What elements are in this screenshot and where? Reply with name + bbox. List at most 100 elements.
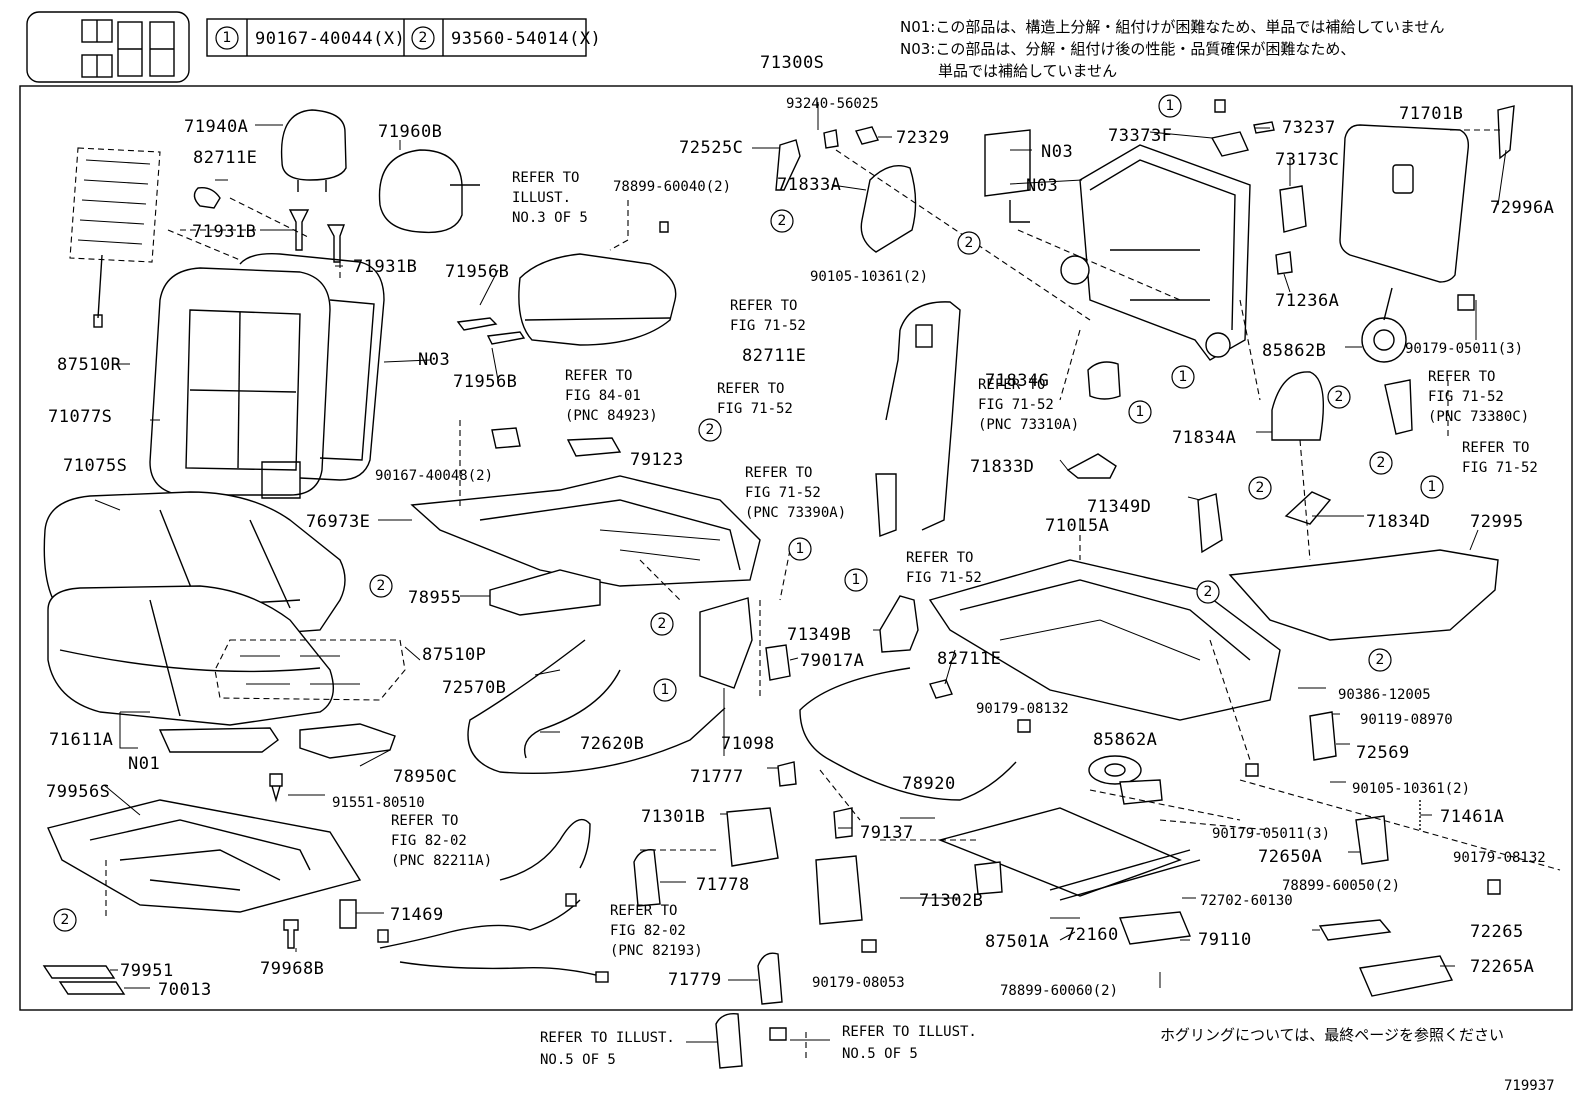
label-82711E-b[interactable]: 82711E — [742, 346, 806, 366]
refer-fig7152-d-l1[interactable]: REFER TO — [745, 465, 812, 481]
label-72995[interactable]: 72995 — [1470, 512, 1524, 532]
assembly-number[interactable]: 71300S — [760, 53, 824, 73]
label-90179-05011-a[interactable]: 90179-05011(3) — [1405, 341, 1523, 357]
refer-illust5-a-l2[interactable]: NO.5 OF 5 — [540, 1052, 616, 1068]
refer-fig8401-l3[interactable]: (PNC 84923) — [565, 408, 658, 424]
refer-illust3-l1[interactable]: REFER TO — [512, 170, 579, 186]
label-78920[interactable]: 78920 — [902, 774, 956, 794]
refer-fig7152-f-l3[interactable]: (PNC 73380C) — [1428, 409, 1529, 425]
refer-fig8202-b-l2[interactable]: FIG 82-02 — [610, 923, 686, 939]
label-71956B-b[interactable]: 71956B — [453, 372, 517, 392]
label-N03-a[interactable]: N03 — [418, 350, 450, 370]
label-71778[interactable]: 71778 — [696, 875, 750, 895]
refer-fig8202-a-l3[interactable]: (PNC 82211A) — [391, 853, 492, 869]
label-72620B[interactable]: 72620B — [580, 734, 644, 754]
label-71931B-b[interactable]: 71931B — [353, 257, 417, 277]
label-71779[interactable]: 71779 — [668, 970, 722, 990]
refer-illust3-l2[interactable]: ILLUST. — [512, 190, 571, 206]
label-72650A[interactable]: 72650A — [1258, 847, 1322, 867]
label-82711E-a[interactable]: 82711E — [193, 148, 257, 168]
label-71349B[interactable]: 71349B — [787, 625, 851, 645]
label-90119-08970[interactable]: 90119-08970 — [1360, 712, 1453, 728]
refer-fig7152-b-l2[interactable]: FIG 71-52 — [717, 401, 793, 417]
label-73237[interactable]: 73237 — [1282, 118, 1336, 138]
label-79956S[interactable]: 79956S — [46, 782, 110, 802]
label-87510R[interactable]: 87510R — [57, 355, 122, 375]
label-85862B[interactable]: 85862B — [1262, 341, 1326, 361]
label-90386-12005[interactable]: 90386-12005 — [1338, 687, 1431, 703]
label-72265A[interactable]: 72265A — [1470, 957, 1534, 977]
refer-fig7152-e-l1[interactable]: REFER TO — [906, 550, 973, 566]
refer-fig7152-c-l3[interactable]: (PNC 73310A) — [978, 417, 1079, 433]
label-73373F[interactable]: 73373F — [1108, 126, 1172, 146]
label-71469[interactable]: 71469 — [390, 905, 444, 925]
refer-fig8401-l2[interactable]: FIG 84-01 — [565, 388, 641, 404]
refer-fig7152-f-l2[interactable]: FIG 71-52 — [1428, 389, 1504, 405]
label-90167-40048[interactable]: 90167-40048(2) — [375, 468, 493, 484]
label-71960B[interactable]: 71960B — [378, 122, 442, 142]
label-71833D[interactable]: 71833D — [970, 457, 1034, 477]
label-71301B[interactable]: 71301B — [641, 807, 705, 827]
legend-part-2[interactable]: 93560-54014(X) — [451, 29, 601, 49]
label-71834A[interactable]: 71834A — [1172, 428, 1236, 448]
label-87501A[interactable]: 87501A — [985, 932, 1049, 952]
label-72329[interactable]: 72329 — [896, 128, 950, 148]
refer-illust5-a-l1[interactable]: REFER TO ILLUST. — [540, 1030, 675, 1046]
refer-fig8202-b-l3[interactable]: (PNC 82193) — [610, 943, 703, 959]
label-78955[interactable]: 78955 — [408, 588, 462, 608]
label-72265[interactable]: 72265 — [1470, 922, 1524, 942]
refer-fig8202-a-l1[interactable]: REFER TO — [391, 813, 458, 829]
label-78950C[interactable]: 78950C — [393, 767, 457, 787]
label-72996A[interactable]: 72996A — [1490, 198, 1554, 218]
label-82711E-c[interactable]: 82711E — [937, 649, 1001, 669]
label-N03-b[interactable]: N03 — [1041, 142, 1073, 162]
refer-fig7152-g-l1[interactable]: REFER TO — [1462, 440, 1529, 456]
label-76973E[interactable]: 76973E — [306, 512, 370, 532]
label-71834G[interactable]: 71834G — [985, 371, 1049, 391]
label-71077S[interactable]: 71077S — [48, 407, 112, 427]
label-N03-c[interactable]: N03 — [1026, 176, 1058, 196]
refer-fig8202-b-l1[interactable]: REFER TO — [610, 903, 677, 919]
label-71098[interactable]: 71098 — [721, 734, 775, 754]
label-71611A[interactable]: 71611A — [49, 730, 113, 750]
label-N01[interactable]: N01 — [128, 754, 160, 774]
label-73173C[interactable]: 73173C — [1275, 150, 1339, 170]
label-79017A[interactable]: 79017A — [800, 651, 864, 671]
label-90179-08132-a[interactable]: 90179-08132 — [976, 701, 1069, 717]
label-91551-80510[interactable]: 91551-80510 — [332, 795, 425, 811]
label-71236A[interactable]: 71236A — [1275, 291, 1339, 311]
label-71302B[interactable]: 71302B — [919, 891, 983, 911]
label-72160[interactable]: 72160 — [1065, 925, 1119, 945]
refer-illust5-b-l2[interactable]: NO.5 OF 5 — [842, 1046, 918, 1062]
label-90105-10361-a[interactable]: 90105-10361(2) — [810, 269, 928, 285]
label-93240-56025[interactable]: 93240-56025 — [786, 96, 879, 112]
legend-part-1[interactable]: 90167-40044(X) — [255, 29, 405, 49]
label-71349D[interactable]: 71349D — [1087, 497, 1151, 517]
label-79968B[interactable]: 79968B — [260, 959, 324, 979]
label-70013[interactable]: 70013 — [158, 980, 212, 1000]
refer-fig8202-a-l2[interactable]: FIG 82-02 — [391, 833, 467, 849]
label-71931B-a[interactable]: 71931B — [192, 222, 256, 242]
label-72569[interactable]: 72569 — [1356, 743, 1410, 763]
label-79137[interactable]: 79137 — [860, 823, 914, 843]
label-79110[interactable]: 79110 — [1198, 930, 1252, 950]
refer-illust3-l3[interactable]: NO.3 OF 5 — [512, 210, 588, 226]
refer-fig7152-f-l1[interactable]: REFER TO — [1428, 369, 1495, 385]
refer-fig7152-d-l3[interactable]: (PNC 73390A) — [745, 505, 846, 521]
label-78899-60050[interactable]: 78899-60050(2) — [1282, 878, 1400, 894]
refer-illust5-b-l1[interactable]: REFER TO ILLUST. — [842, 1024, 977, 1040]
label-71940A[interactable]: 71940A — [184, 117, 248, 137]
refer-fig7152-e-l2[interactable]: FIG 71-52 — [906, 570, 982, 586]
label-85862A[interactable]: 85862A — [1093, 730, 1157, 750]
label-71956B-a[interactable]: 71956B — [445, 262, 509, 282]
label-71461A[interactable]: 71461A — [1440, 807, 1504, 827]
label-78899-60060[interactable]: 78899-60060(2) — [1000, 983, 1118, 999]
label-72525C[interactable]: 72525C — [679, 138, 743, 158]
label-78899-60040[interactable]: 78899-60040(2) — [613, 179, 731, 195]
label-72570B[interactable]: 72570B — [442, 678, 506, 698]
refer-fig8401-l1[interactable]: REFER TO — [565, 368, 632, 384]
refer-fig7152-b-l1[interactable]: REFER TO — [717, 381, 784, 397]
label-90179-05011-b[interactable]: 90179-05011(3) — [1212, 826, 1330, 842]
label-90179-08132-b[interactable]: 90179-08132 — [1453, 850, 1546, 866]
refer-fig7152-c-l1[interactable]: REFER TO — [978, 377, 1045, 393]
